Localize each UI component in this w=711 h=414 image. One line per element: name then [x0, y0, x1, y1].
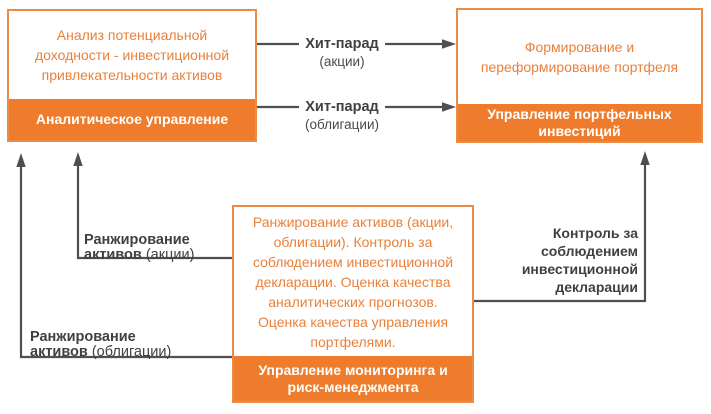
ranking-stocks-regular-text: (акции) — [145, 247, 195, 263]
portfolio-box-description: Формирование и переформирование портфеля — [480, 39, 679, 75]
arrow-ranking-stocks — [73, 152, 232, 260]
arrow-ranking-bonds — [16, 153, 232, 359]
monitoring-box-description: Ранжирование активов (акции, облигации).… — [252, 213, 454, 350]
compliance-control-label: Контроль за соблюдением инвестиционной д… — [521, 225, 638, 295]
hit-parade-bonds-title: Хит-парад — [299, 99, 385, 116]
ranking-bonds-regular-text: (облигации) — [91, 344, 172, 360]
portfolio-department-box: Формирование и переформирование портфеля… — [456, 8, 703, 143]
analytics-department-box: Анализ потенциальной доходности - инвест… — [7, 9, 257, 142]
hit-parade-stocks-label: Хит-парад (акции) — [283, 35, 401, 70]
ranking-stocks-bold-text: Ранжирование активов — [84, 231, 190, 263]
arrow-compliance-control — [474, 151, 650, 303]
hit-parade-stocks-subtitle: (акции) — [319, 54, 365, 69]
ranking-bonds-bold-text: Ранжирование активов — [30, 328, 136, 360]
hit-parade-bonds-label: Хит-парад (облигации) — [283, 98, 401, 133]
ranking-bonds-label: Ранжирование активов(облигации) — [30, 314, 171, 361]
hit-parade-stocks-title: Хит-парад — [299, 36, 385, 53]
ranking-stocks-label: Ранжирование активов(акции) — [84, 217, 194, 264]
analytics-box-title: Аналитическое управление — [9, 99, 255, 140]
analytics-box-description: Анализ потенциальной доходности - инвест… — [34, 27, 230, 83]
portfolio-box-title: Управление портфельных инвестиций — [458, 104, 701, 141]
monitoring-box-title: Управление мониторинга и риск-менеджмент… — [234, 356, 472, 401]
hit-parade-bonds-subtitle: (облигации) — [305, 117, 379, 132]
monitoring-department-box: Ранжирование активов (акции, облигации).… — [232, 205, 474, 403]
